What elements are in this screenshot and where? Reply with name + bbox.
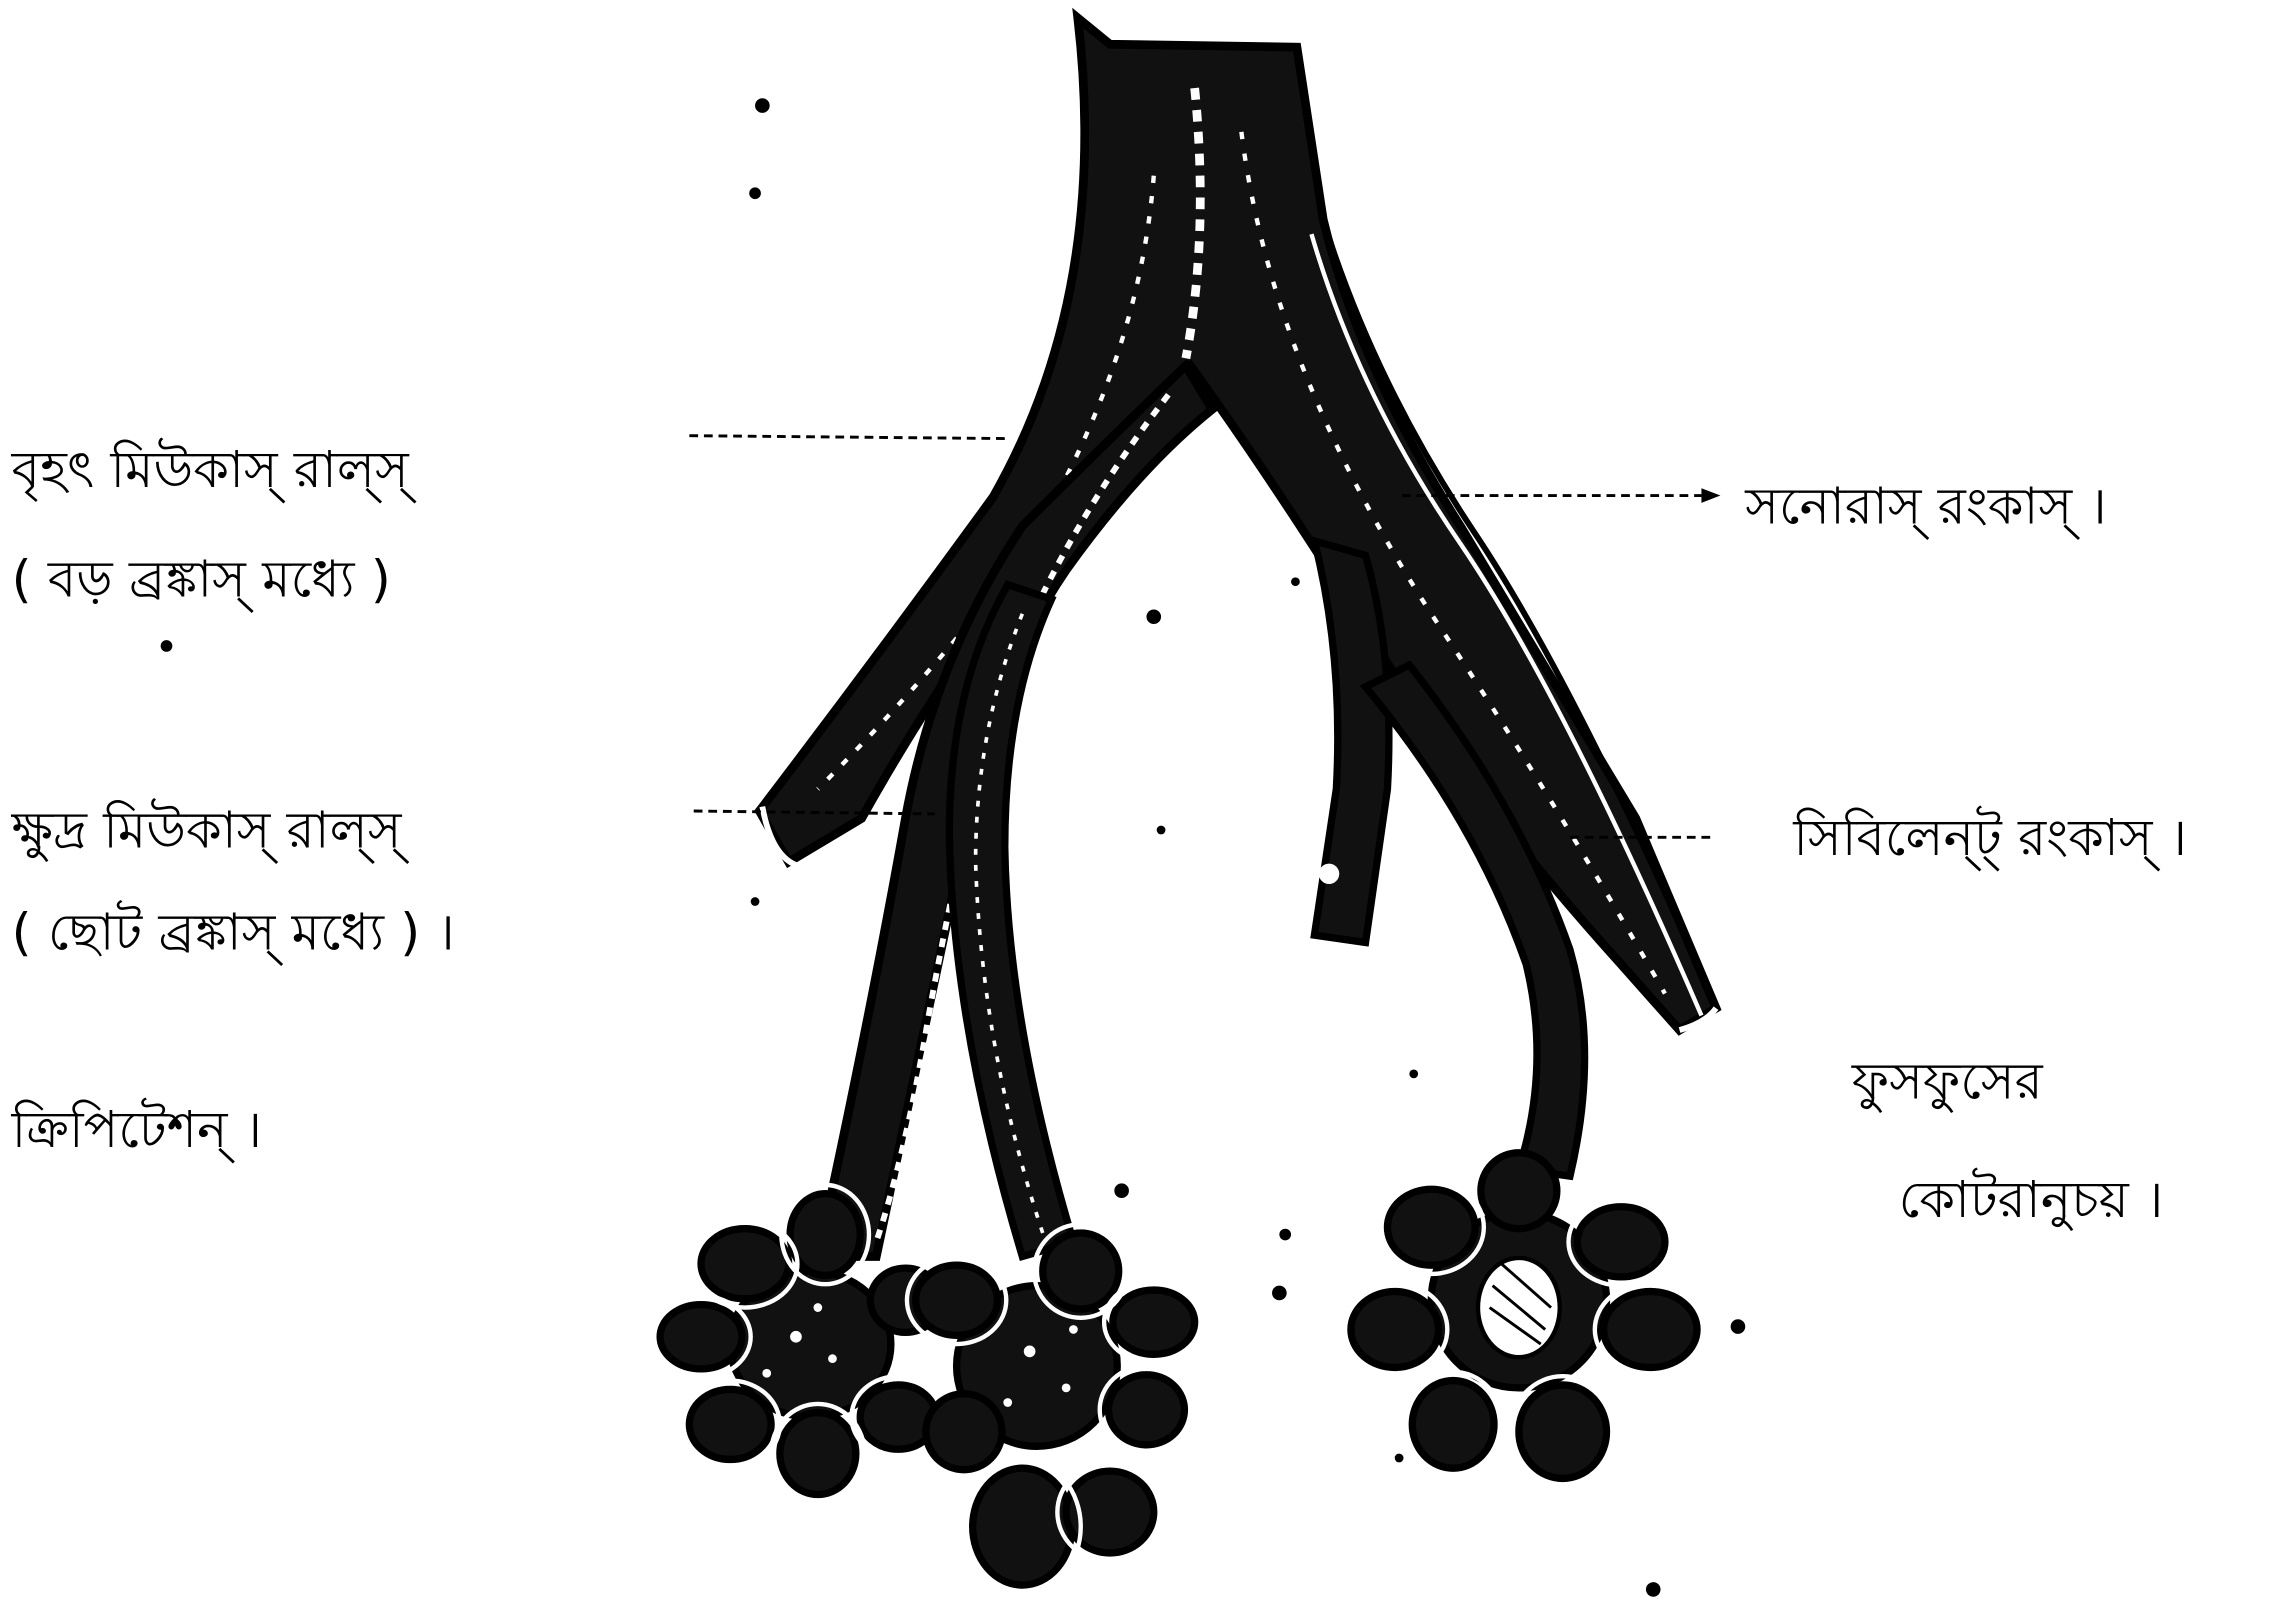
label-crepitation: ক্রিপিটেশন্ । (11, 1098, 262, 1164)
middle-bronchiole (949, 585, 1073, 1257)
leader-small-mucus-rales (694, 811, 935, 814)
labels: বৃহৎ মিউকাস্ রাল্স্ ( বড় ব্রঙ্কাস্ মধ্য… (11, 438, 2187, 1231)
label-large-mucus-rales: বৃহৎ মিউকাস্ রাল্স্ (11, 438, 417, 504)
leader-large-mucus-rales (689, 436, 1007, 439)
label-lung-alveoli-sub: কোটরানুচয় । (1899, 1168, 2164, 1231)
label-sonorous-rhonchus: সনোরাস্ রংকাস্ । (1744, 477, 2107, 540)
label-lung-alveoli: ফুসফুসের (1851, 1053, 2044, 1113)
bronchial-tree (759, 18, 1716, 1256)
label-small-mucus-rales-sub: ( ছোট ব্রঙ্কাস্ মধ্যে ) । (12, 901, 455, 967)
label-sibilant-rhonchus: সিবিলেন্ট্ রংকাস্ । (1792, 806, 2187, 872)
label-small-mucus-rales: ক্ষুদ্র মিউকাস্ রাল্স্ (11, 799, 410, 865)
label-large-mucus-rales-sub: ( বড় ব্রঙ্কাস্ মধ্যে ) (12, 550, 391, 613)
alveolar-cluster-left (651, 1185, 945, 1503)
alveolar-cluster-middle (907, 1224, 1203, 1593)
alveolar-cluster-right (1342, 1153, 1706, 1487)
